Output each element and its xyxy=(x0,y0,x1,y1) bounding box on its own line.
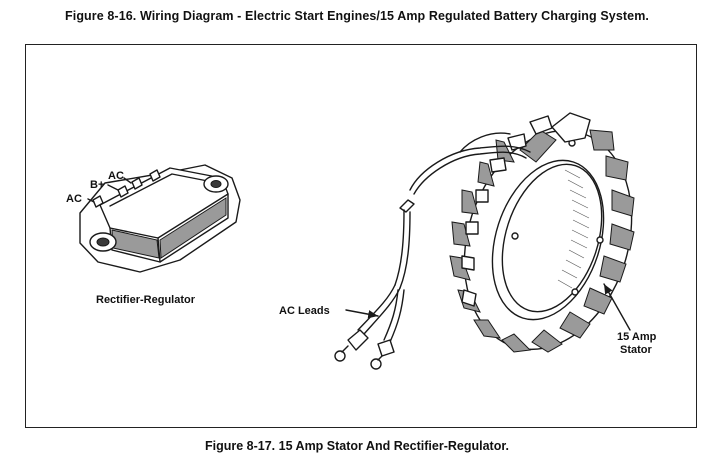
stator-pointer-arrow xyxy=(603,283,631,331)
stator-windings xyxy=(449,115,635,353)
ac-leads-pointer-arrow xyxy=(345,309,379,319)
terminal-b-plus-label: B+ xyxy=(90,179,104,191)
stator-label-line2: Stator xyxy=(620,344,653,356)
terminal-ac-left-label: AC xyxy=(66,193,82,205)
stator-label-line1: 15 Amp xyxy=(617,331,657,343)
ac-leads xyxy=(334,132,531,370)
stator-assembly xyxy=(449,112,635,353)
figure-caption: Figure 8-17. 15 Amp Stator And Rectifier… xyxy=(205,439,509,453)
rectifier-regulator-label: Rectifier-Regulator xyxy=(96,294,196,306)
terminal-ac-top-label: AC xyxy=(108,170,124,182)
ac-leads-label: AC Leads xyxy=(279,305,330,317)
figure-title: Figure 8-16. Wiring Diagram - Electric S… xyxy=(65,9,649,23)
rectifier-regulator-module xyxy=(79,164,241,273)
